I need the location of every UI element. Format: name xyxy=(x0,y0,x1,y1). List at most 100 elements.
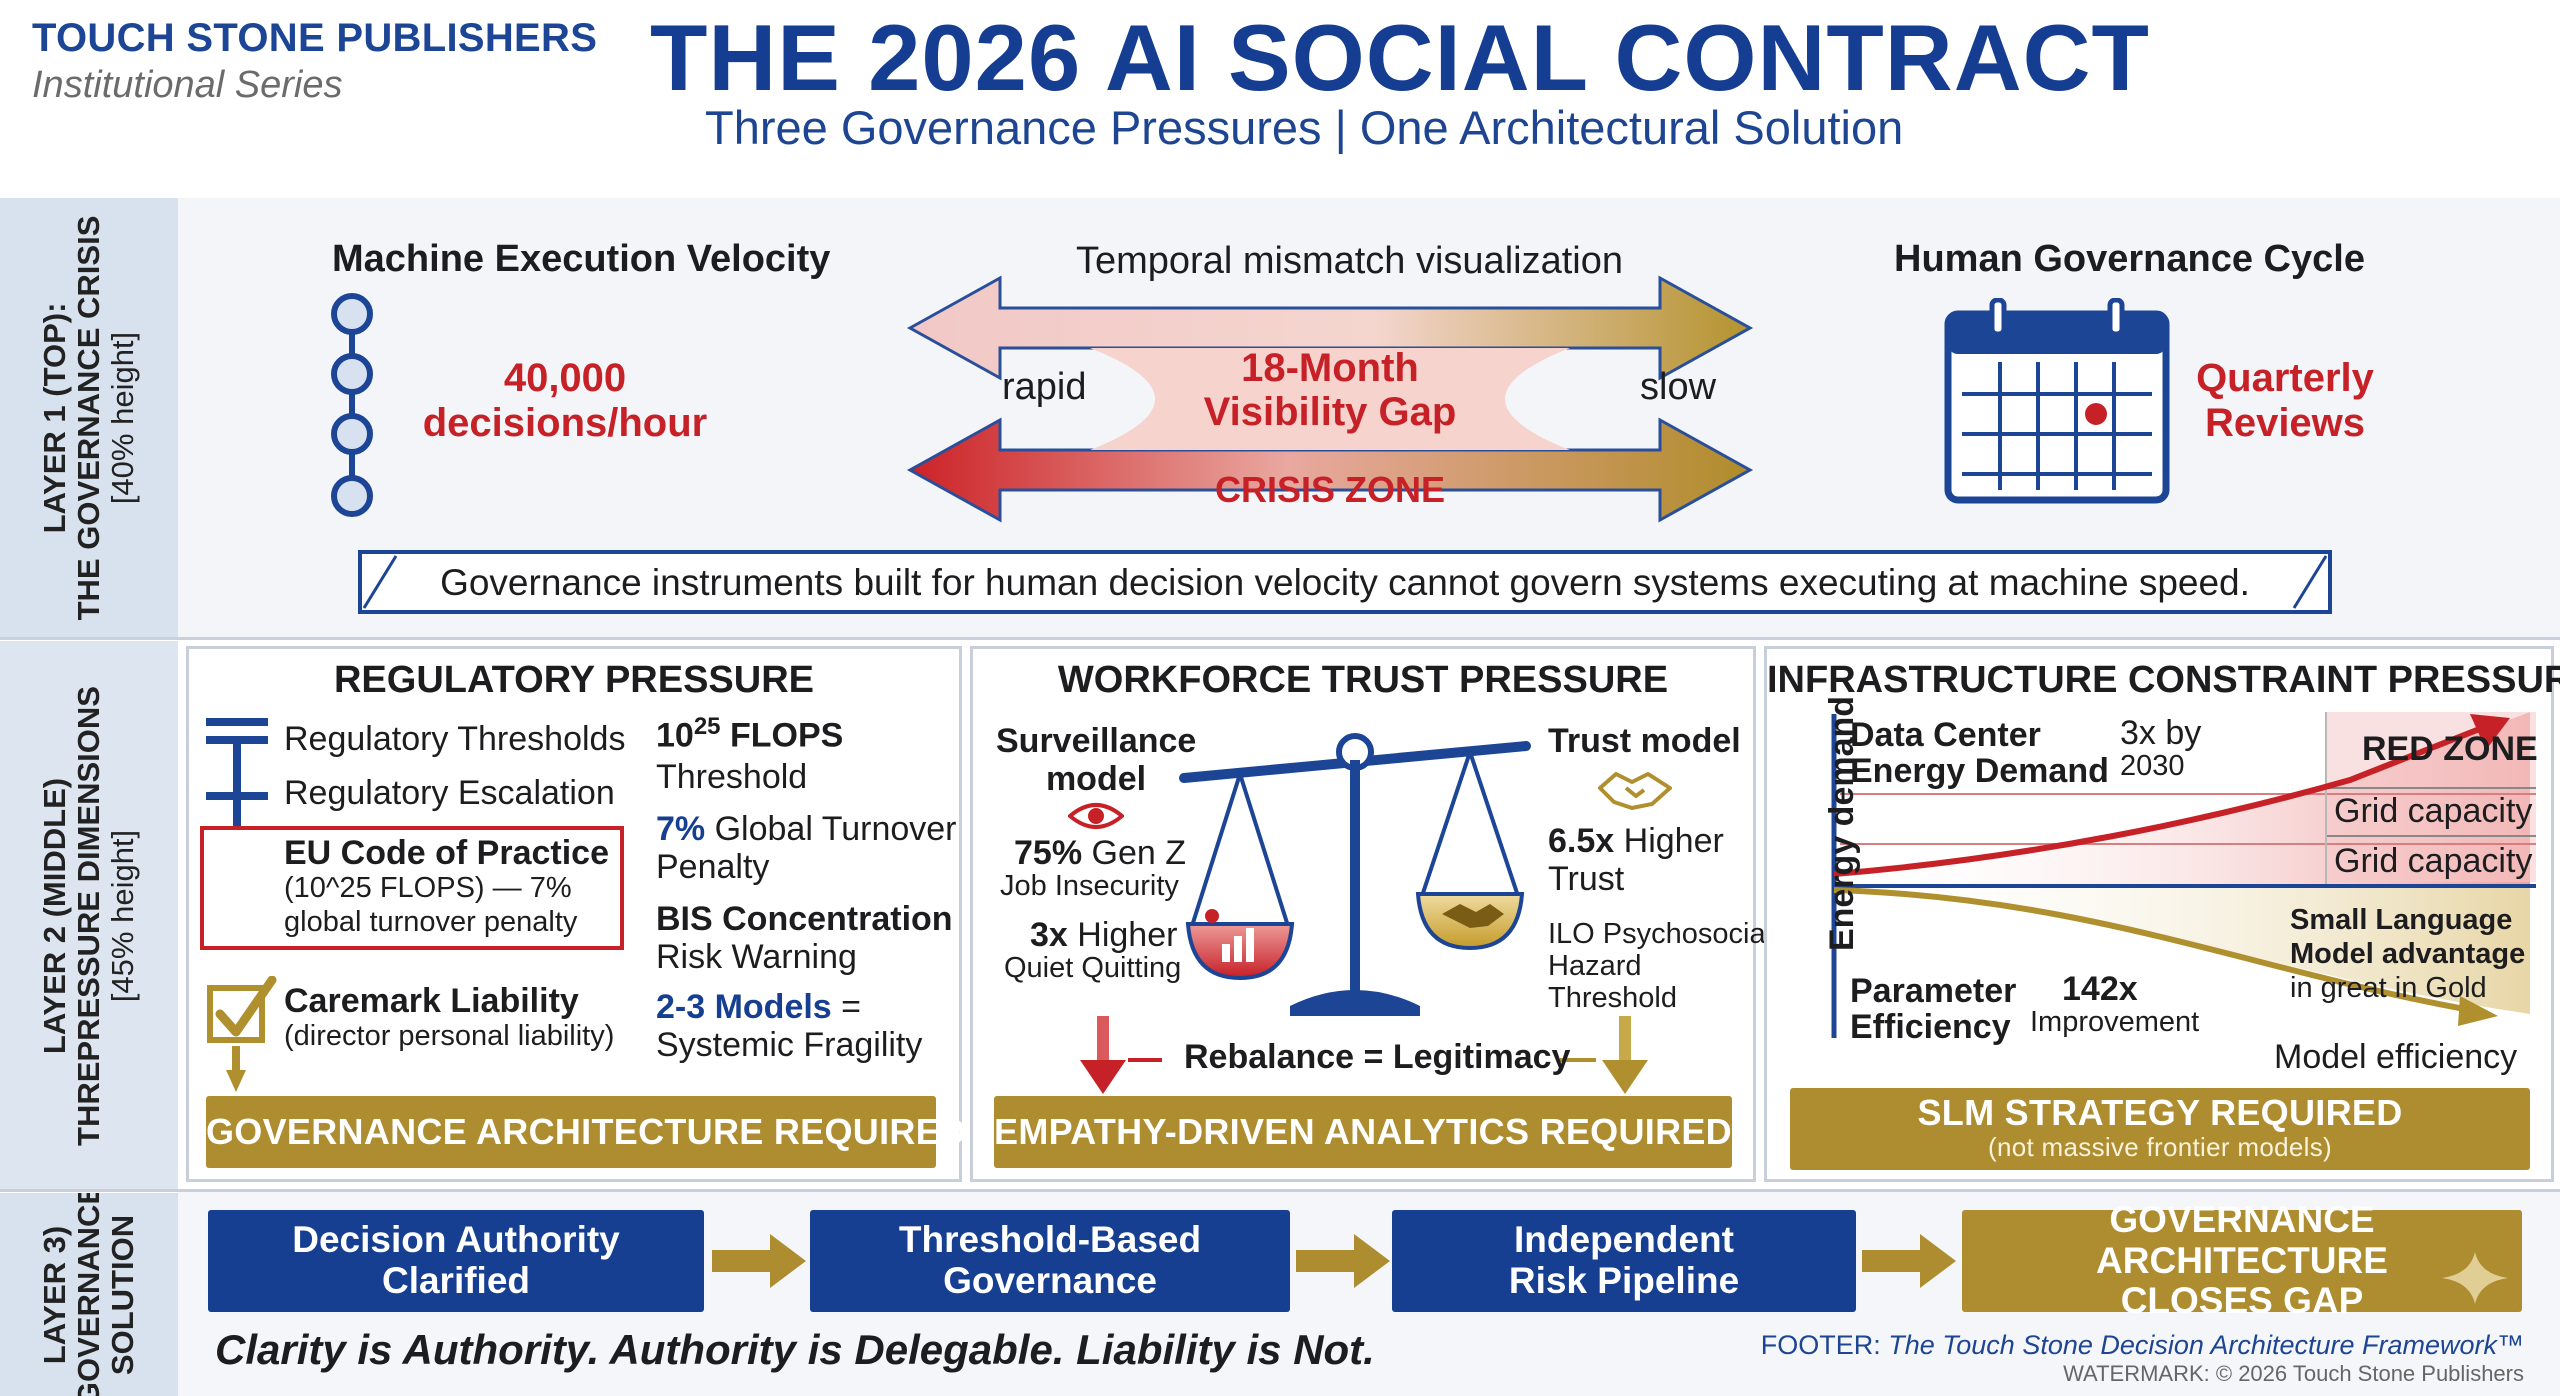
genz-line1: 75% Gen Z xyxy=(1014,834,1186,872)
trust-bold: 6.5x xyxy=(1548,822,1615,860)
human-line2: Reviews xyxy=(2204,400,2366,445)
penalty-rest: Global Turnover xyxy=(714,810,957,848)
footer: FOOTER: The Touch Stone Decision Archite… xyxy=(1761,1330,2524,1361)
rebalance-line-left xyxy=(1128,1058,1162,1062)
slow-label: slow xyxy=(1640,366,1717,408)
balance-scale-icon xyxy=(1179,733,1531,1016)
down-arrow-gold-icon xyxy=(1602,1016,1648,1094)
quiet-bold: 3x xyxy=(1030,916,1068,954)
models-rest: = xyxy=(841,988,862,1026)
slm-line1: Small Language xyxy=(2290,904,2513,936)
step1-line1: Decision Authority xyxy=(292,1219,620,1261)
trust-line2: Trust xyxy=(1548,860,1625,898)
genz-bold: 75% xyxy=(1014,834,1083,872)
model-efficiency-label: Model efficiency xyxy=(2274,1038,2518,1076)
layer1-side-line1: LAYER 1 (TOP): xyxy=(36,302,72,534)
quarterly-reviews: Quarterly Reviews xyxy=(2170,356,2400,446)
slm-bar-main: SLM STRATEGY REQUIRED xyxy=(1917,1092,2403,1133)
layer1-sidebar: LAYER 1 (TOP): THE GOVERNANCE CRISIS [40… xyxy=(0,198,178,638)
layer3-side-line3: SOLUTION xyxy=(105,1214,141,1375)
penalty-line2: Penalty xyxy=(656,848,770,886)
workforce-title: WORKFORCE TRUST PRESSURE xyxy=(1057,659,1669,701)
caremark-title: Caremark Liability xyxy=(284,982,579,1020)
caremark-sub: (director personal liability) xyxy=(284,1020,615,1052)
genz-rest: Gen Z xyxy=(1091,834,1186,872)
penalty-line1: 7% Global Turnover xyxy=(656,810,957,848)
footer-label: FOOTER: xyxy=(1760,1330,1881,1360)
surv-line2: model xyxy=(1045,760,1147,799)
eu-code-line2: (10^25 FLOPS) — 7% xyxy=(284,872,572,904)
layer2-side-line1: LAYER 2 (MIDDLE) xyxy=(36,777,72,1054)
banner-text: Governance instruments built for human d… xyxy=(440,562,2250,603)
penalty-bold: 7% xyxy=(656,810,706,848)
eu-code-box xyxy=(200,826,624,950)
step1-line2: Clarified xyxy=(381,1260,531,1301)
eu-code-title: EU Code of Practice xyxy=(284,834,609,872)
bis-title: BIS Concentration xyxy=(656,900,953,938)
param-line1: Parameter xyxy=(1850,972,2017,1010)
layer2-sidebar-label: LAYER 2 (MIDDLE) THREPRESSURE DIMENSIONS… xyxy=(36,685,141,1146)
eu-code-line3: global turnover penalty xyxy=(284,906,578,938)
machine-value: 40,000 xyxy=(503,356,627,400)
layer1-side-line2: THE GOVERNANCE CRISIS xyxy=(70,215,106,621)
trust-rest: Higher xyxy=(1623,822,1724,860)
dc-line1: Data Center xyxy=(1850,716,2041,754)
mismatch-label: Temporal mismatch visualization xyxy=(1076,240,1623,282)
watermark: WATERMARK: © 2026 Touch Stone Publishers xyxy=(2063,1361,2524,1386)
slm-line3: in great in Gold xyxy=(2290,972,2487,1004)
step2-line1: Threshold-Based xyxy=(898,1219,1202,1261)
flops-exponent: 25 xyxy=(693,713,721,740)
layer3-side-line2: GOVERNANCE xyxy=(70,1193,106,1396)
flops-value: 1025 FLOPS xyxy=(656,713,844,755)
regulatory-escalation: Regulatory Escalation xyxy=(284,774,615,812)
flow-arrow-2-icon xyxy=(1296,1234,1390,1288)
step2-line2: Governance xyxy=(943,1260,1157,1301)
dc-line2: Energy Demand xyxy=(1850,752,2109,790)
ilo-line2: Hazard xyxy=(1548,950,1642,982)
down-arrow-red-icon xyxy=(1080,1016,1126,1094)
growth-line1: 3x by xyxy=(2120,714,2202,752)
page-subtitle: Three Governance Pressures | One Archite… xyxy=(705,101,1904,154)
footer-text: The Touch Stone Decision Architecture Fr… xyxy=(1888,1330,2524,1360)
improvement-label: Improvement xyxy=(2030,1006,2200,1038)
flow-arrow-1-icon xyxy=(712,1234,806,1288)
trust-model-title: Trust model xyxy=(1548,722,1741,760)
rebalance-line-right xyxy=(1560,1058,1596,1062)
rapid-label: rapid xyxy=(1002,366,1087,408)
red-zone-label: RED ZONE xyxy=(2362,730,2538,768)
layer1-side-line3: [40% height] xyxy=(105,331,141,505)
layer3-side-line1: LAYER 3) xyxy=(36,1225,72,1364)
page-title: THE 2026 AI SOCIAL CONTRACT xyxy=(650,5,2150,110)
governance-architecture-bar: GOVERNANCE ARCHITECTURE REQUIRED xyxy=(206,1096,966,1168)
layer3-sidebar-label: LAYER 3) GOVERNANCE SOLUTION xyxy=(36,1193,141,1396)
grid-capacity-1: Grid capacity xyxy=(2334,792,2533,830)
trust-line1: 6.5x Higher xyxy=(1548,822,1724,860)
bis-sub: Risk Warning xyxy=(656,938,857,976)
publisher-series: Institutional Series xyxy=(32,64,343,106)
step3-line2: Risk Pipeline xyxy=(1508,1260,1740,1301)
flops-threshold: Threshold xyxy=(656,758,808,796)
flops-label: FLOPS xyxy=(729,716,844,755)
handshake-icon xyxy=(1598,772,1672,810)
gap-line1: 18-Month xyxy=(1241,346,1419,390)
rebalance-label: Rebalance = Legitimacy xyxy=(1184,1038,1571,1076)
models-bold: 2-3 Models xyxy=(656,988,832,1026)
layer1-sidebar-label: LAYER 1 (TOP): THE GOVERNANCE CRISIS [40… xyxy=(36,215,141,621)
layer2-side-line2: THREPRESSURE DIMENSIONS xyxy=(70,685,106,1146)
divider-layer2-3 xyxy=(0,1189,2560,1192)
layer2-side-line3: [45% height] xyxy=(105,829,141,1002)
energy-demand-chart xyxy=(1830,712,2536,1038)
quiet-line2: Quiet Quitting xyxy=(1004,952,1182,984)
grid-capacity-2: Grid capacity xyxy=(2334,842,2533,880)
divider-layer1-2 xyxy=(0,637,2560,640)
genz-line2: Job Insecurity xyxy=(1000,870,1179,902)
human-heading: Human Governance Cycle xyxy=(1894,238,2365,280)
growth-line2: 2030 xyxy=(2120,750,2185,782)
eye-icon xyxy=(1068,803,1124,829)
publisher-name: TOUCH STONE PUBLISHERS xyxy=(32,16,598,60)
calendar-icon xyxy=(1944,298,2170,504)
